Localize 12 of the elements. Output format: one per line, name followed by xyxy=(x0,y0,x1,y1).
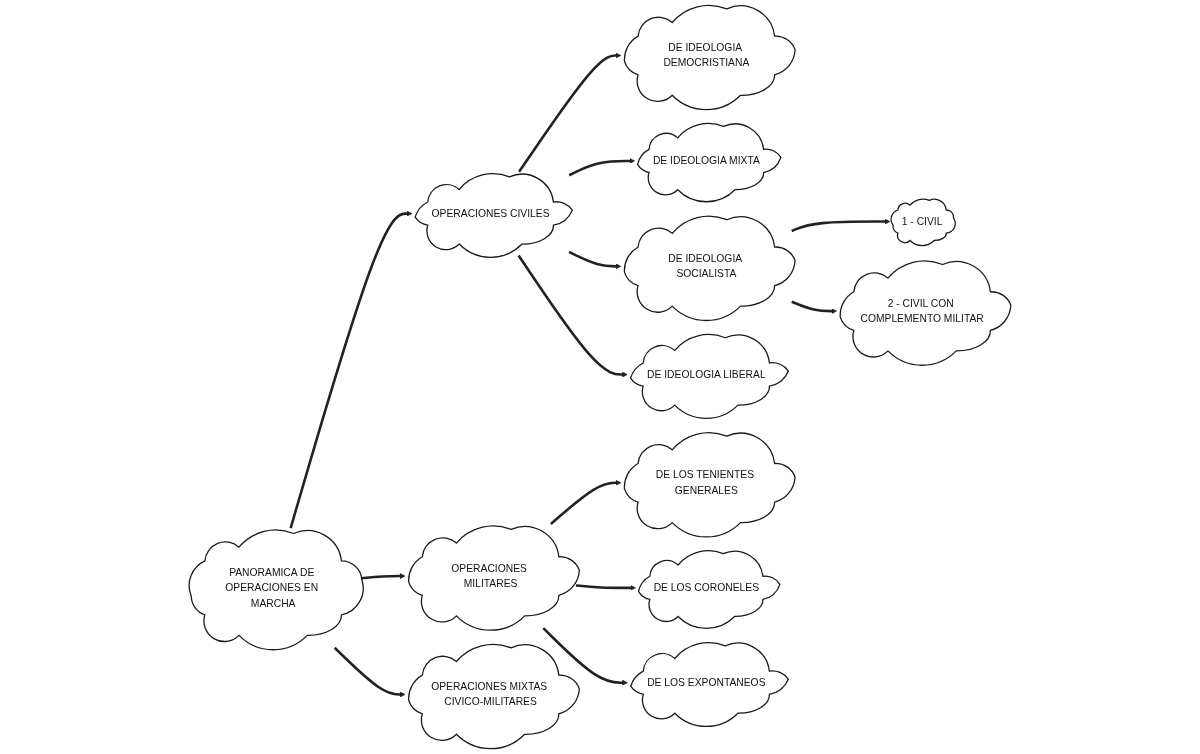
arrow xyxy=(550,479,622,525)
arrow xyxy=(517,254,628,378)
arrow xyxy=(542,627,628,686)
arrow xyxy=(360,573,406,580)
arrow xyxy=(333,646,406,698)
arrow xyxy=(289,210,413,529)
arrow xyxy=(791,218,891,233)
arrow xyxy=(568,158,635,177)
arrow xyxy=(791,300,837,314)
arrow xyxy=(575,584,636,591)
arrow xyxy=(568,250,622,270)
arrow xyxy=(518,52,622,173)
